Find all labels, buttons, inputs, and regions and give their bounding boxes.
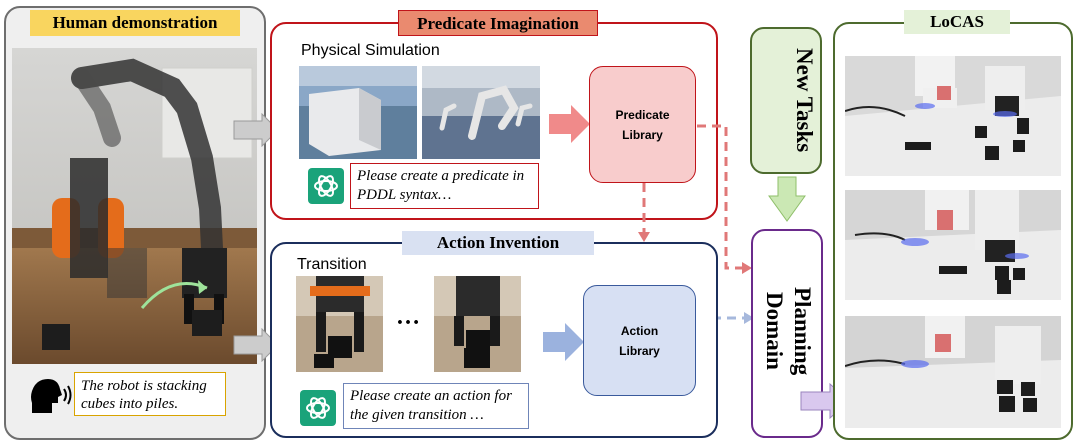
transition-ellipsis: … (396, 304, 420, 330)
speaking-person-icon (26, 373, 72, 419)
transition-label: Transition (297, 256, 367, 273)
action-invention-title: Action Invention (402, 231, 594, 255)
new-tasks-box (750, 27, 822, 174)
predicate-prompt-box: Please create a predicate in PDDL syntax… (350, 163, 539, 209)
robot-arm-photo (12, 48, 257, 364)
chatgpt-icon (308, 168, 344, 204)
locas-result-image-1 (845, 56, 1061, 176)
locas-result-image-3 (845, 316, 1061, 428)
physical-simulation-label: Physical Simulation (301, 42, 440, 59)
human-demonstration-title: Human demonstration (30, 10, 240, 36)
arrow-new-tasks-to-planning-domain (768, 176, 806, 222)
locas-result-image-2 (845, 190, 1061, 300)
new-tasks-label: New Tasks (792, 47, 817, 153)
predicate-imagination-title: Predicate Imagination (398, 10, 598, 36)
arrow-to-action-library (541, 322, 585, 362)
simulation-robot-image (422, 66, 540, 159)
chatgpt-icon (300, 390, 336, 426)
planning-domain-label: Planning Domain (762, 286, 815, 376)
human-speech-bubble: The robot is stacking cubes into piles. (74, 372, 226, 416)
transition-end-image (434, 276, 521, 372)
predicate-library-label: Predicate Library (615, 107, 670, 142)
transition-start-image (296, 276, 383, 372)
action-library-label: Action Library (619, 323, 660, 358)
human-demonstration-photo (12, 48, 257, 364)
predicate-library-box: Predicate Library (589, 66, 696, 183)
locas-title: LoCAS (904, 10, 1010, 34)
arrow-to-predicate-library (547, 104, 591, 144)
action-prompt-box: Please create an action for the given tr… (343, 383, 529, 429)
simulation-cube-image (299, 66, 417, 159)
action-library-box: Action Library (583, 285, 696, 396)
